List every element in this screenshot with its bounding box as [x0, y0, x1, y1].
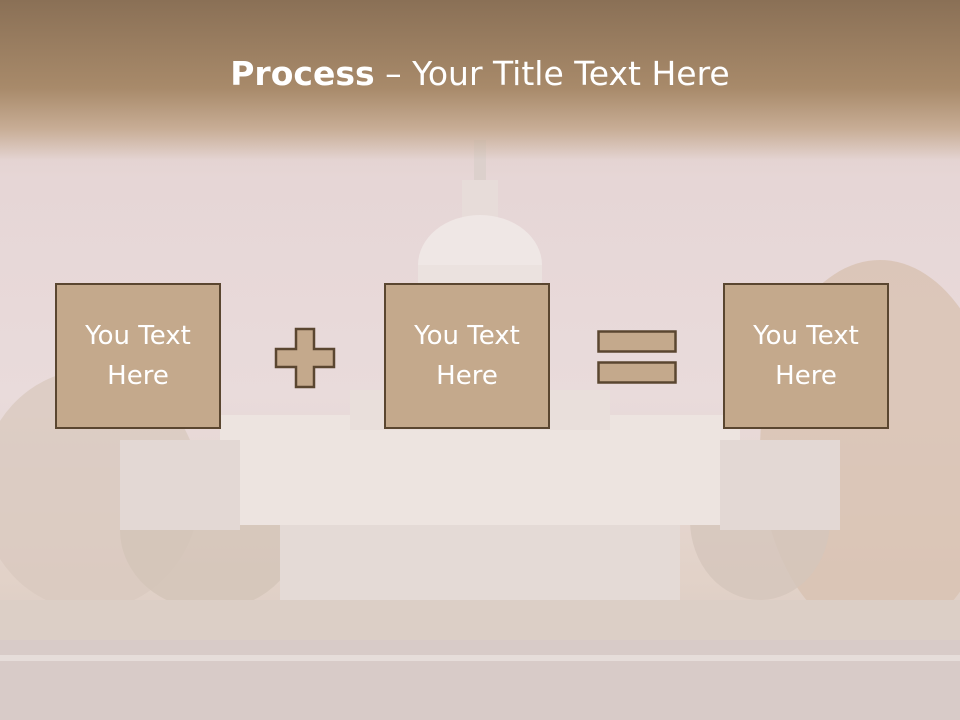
equals-icon: [597, 330, 677, 386]
header-band: [0, 0, 960, 160]
title-rest: – Your Title Text Here: [374, 54, 730, 93]
plus-icon: [274, 327, 336, 389]
process-box-2[interactable]: You Text Here: [384, 283, 550, 429]
process-box-3[interactable]: You Text Here: [723, 283, 889, 429]
process-box-label: You Text Here: [85, 321, 191, 391]
process-box-label: You Text Here: [414, 321, 520, 391]
process-box-1[interactable]: You Text Here: [55, 283, 221, 429]
slide-title[interactable]: Process – Your Title Text Here: [0, 52, 960, 96]
title-bold: Process: [230, 54, 375, 93]
process-box-label: You Text Here: [753, 321, 859, 391]
